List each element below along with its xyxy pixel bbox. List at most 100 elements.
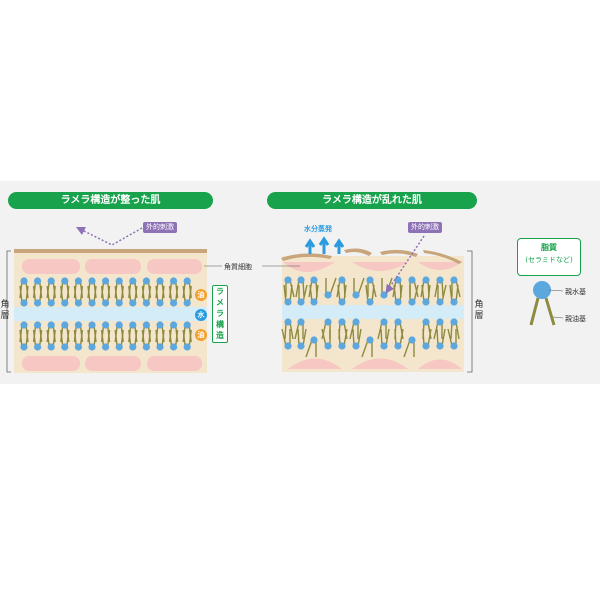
lipid-head xyxy=(156,343,164,351)
lipid-tail xyxy=(449,284,453,303)
lipid-head xyxy=(380,291,388,299)
lipid-head xyxy=(170,299,178,307)
legend-box: 脂質 (セラミドなど) xyxy=(517,238,581,276)
lipid-tail xyxy=(66,329,70,348)
lipid-head xyxy=(297,298,305,306)
peeling-flake xyxy=(281,253,332,261)
lipid-tail xyxy=(281,328,287,347)
lipid-head xyxy=(156,299,164,307)
lipid-tail xyxy=(25,285,29,304)
lipid-head xyxy=(183,299,191,307)
lipid-head xyxy=(338,342,346,350)
lipid-tail xyxy=(174,285,179,304)
lipid-head xyxy=(47,321,55,329)
peeling-flake xyxy=(423,250,462,264)
lipid-tail xyxy=(302,284,308,303)
lipid-tail xyxy=(441,328,446,347)
lipid-head xyxy=(352,342,360,350)
lipid-tail xyxy=(38,329,43,348)
lipid-head xyxy=(394,342,402,350)
water-evaporation-label: 水分蒸発 xyxy=(304,225,332,233)
lipid-tail xyxy=(128,285,132,304)
lipid-head xyxy=(297,342,305,350)
lipid-tail xyxy=(377,321,383,340)
lipid-tail xyxy=(357,328,362,347)
lipid-tail xyxy=(315,284,319,303)
lipid-head xyxy=(20,299,28,307)
lipid-head xyxy=(61,343,69,351)
lipid-head xyxy=(450,342,458,350)
lipid-head xyxy=(394,298,402,306)
lipid-tail xyxy=(25,329,29,348)
lipid-tail xyxy=(294,321,300,340)
lipid-tail xyxy=(147,285,152,304)
lipid-tail xyxy=(106,285,111,304)
lipid-tail xyxy=(427,328,432,347)
lipid-tail xyxy=(46,285,50,304)
lipid-tail xyxy=(188,285,192,304)
right-bracket xyxy=(467,250,473,373)
lipid-tail xyxy=(321,321,327,340)
lipid-tail xyxy=(168,329,173,348)
lipid-head xyxy=(102,321,110,329)
lipid-tail xyxy=(60,285,64,304)
lipid-head xyxy=(324,291,332,299)
lipid-head xyxy=(47,299,55,307)
lipid-head xyxy=(380,318,388,326)
lipophilic-label: 親油基 xyxy=(565,315,586,323)
lipid-tail xyxy=(114,329,118,348)
lipid-head xyxy=(352,291,360,299)
lipid-tail xyxy=(168,285,173,304)
corneocyte xyxy=(352,358,408,369)
lipid-head xyxy=(297,276,305,284)
lipid-tail xyxy=(87,329,91,348)
corneocyte xyxy=(22,356,80,371)
lipid-tail xyxy=(399,321,404,340)
corneocyte xyxy=(147,259,202,274)
lipid-tail xyxy=(455,321,460,340)
oil-tag-1: 油 xyxy=(195,289,207,301)
lipid-head xyxy=(156,277,164,285)
lipid-tail xyxy=(361,339,369,358)
lipid-head xyxy=(156,321,164,329)
left-water-layer xyxy=(14,307,207,321)
corneocyte xyxy=(147,356,202,371)
lipid-tail xyxy=(302,328,307,347)
lipid-tail xyxy=(161,329,165,348)
lipid-head xyxy=(74,343,82,351)
lipid-tail xyxy=(52,285,56,304)
lipid-tail xyxy=(447,328,453,347)
stratum-corneum-right: 角層 xyxy=(474,300,484,321)
lipid-head xyxy=(183,321,191,329)
lamellar-structure-label: ラメラ構造 xyxy=(212,285,228,343)
lipid-tail xyxy=(399,328,404,347)
lipid-tail xyxy=(120,329,124,348)
lipid-head xyxy=(408,298,416,306)
external-stimulus-right: 外的刺激 xyxy=(408,222,442,233)
lipid-head xyxy=(129,343,137,351)
lipid-head xyxy=(115,277,123,285)
left-surface xyxy=(14,249,207,253)
lipid-tail xyxy=(295,279,300,298)
lipid-tail xyxy=(305,339,313,358)
lipid-tail xyxy=(357,277,365,296)
lipid-head xyxy=(34,343,42,351)
lipid-head xyxy=(61,277,69,285)
water-tag: 水 xyxy=(195,309,207,321)
lipid-tail xyxy=(441,284,447,303)
lipid-head xyxy=(284,342,292,350)
lipid-tail xyxy=(38,285,43,304)
lipid-tail xyxy=(365,284,369,303)
lipid-head xyxy=(102,343,110,351)
lipid-head xyxy=(34,299,42,307)
lipid-head xyxy=(310,298,318,306)
lipid-head xyxy=(129,321,137,329)
corneocyte xyxy=(283,262,335,272)
lipid-head xyxy=(115,299,123,307)
lipid-head xyxy=(380,342,388,350)
lipid-tail xyxy=(433,321,439,340)
lipid-head xyxy=(366,276,374,284)
lipid-head xyxy=(436,276,444,284)
lipid-head xyxy=(338,276,346,284)
